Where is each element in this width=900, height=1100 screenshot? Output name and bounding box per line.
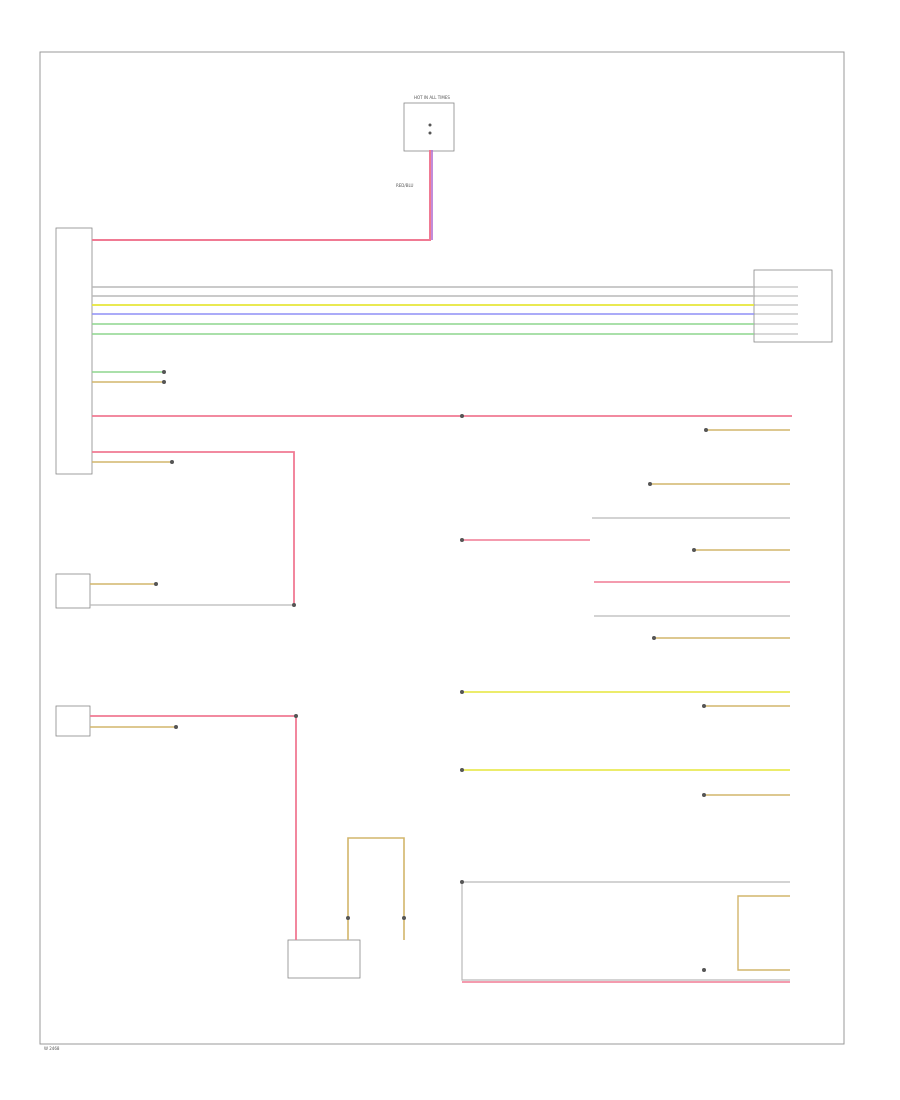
component-left-mid (55, 573, 91, 609)
splice-dots (154, 370, 708, 972)
diagram-frame (39, 51, 845, 1045)
fuse-block-component: HOT IN ALL TIMES (403, 95, 455, 152)
connector-pins-right (754, 286, 798, 335)
wire-right-bottom-tan (737, 895, 790, 971)
wire-pink-lower (90, 715, 297, 940)
wire-pink-left-loop (92, 451, 295, 605)
wire-tan-bottom-loop (347, 837, 405, 940)
wire-right-bottom-gray (461, 882, 790, 981)
control-module-left (55, 227, 93, 475)
top-component-label: HOT IN ALL TIMES (414, 95, 450, 100)
component-left-lower (55, 705, 91, 737)
diagram-code: W 2468 (44, 1046, 60, 1051)
wire-top-pink (92, 150, 431, 241)
top-wire-label: RED/BLU (396, 183, 414, 188)
connector-right-top (753, 269, 833, 343)
component-bottom-center (287, 939, 361, 979)
wires (90, 150, 792, 983)
